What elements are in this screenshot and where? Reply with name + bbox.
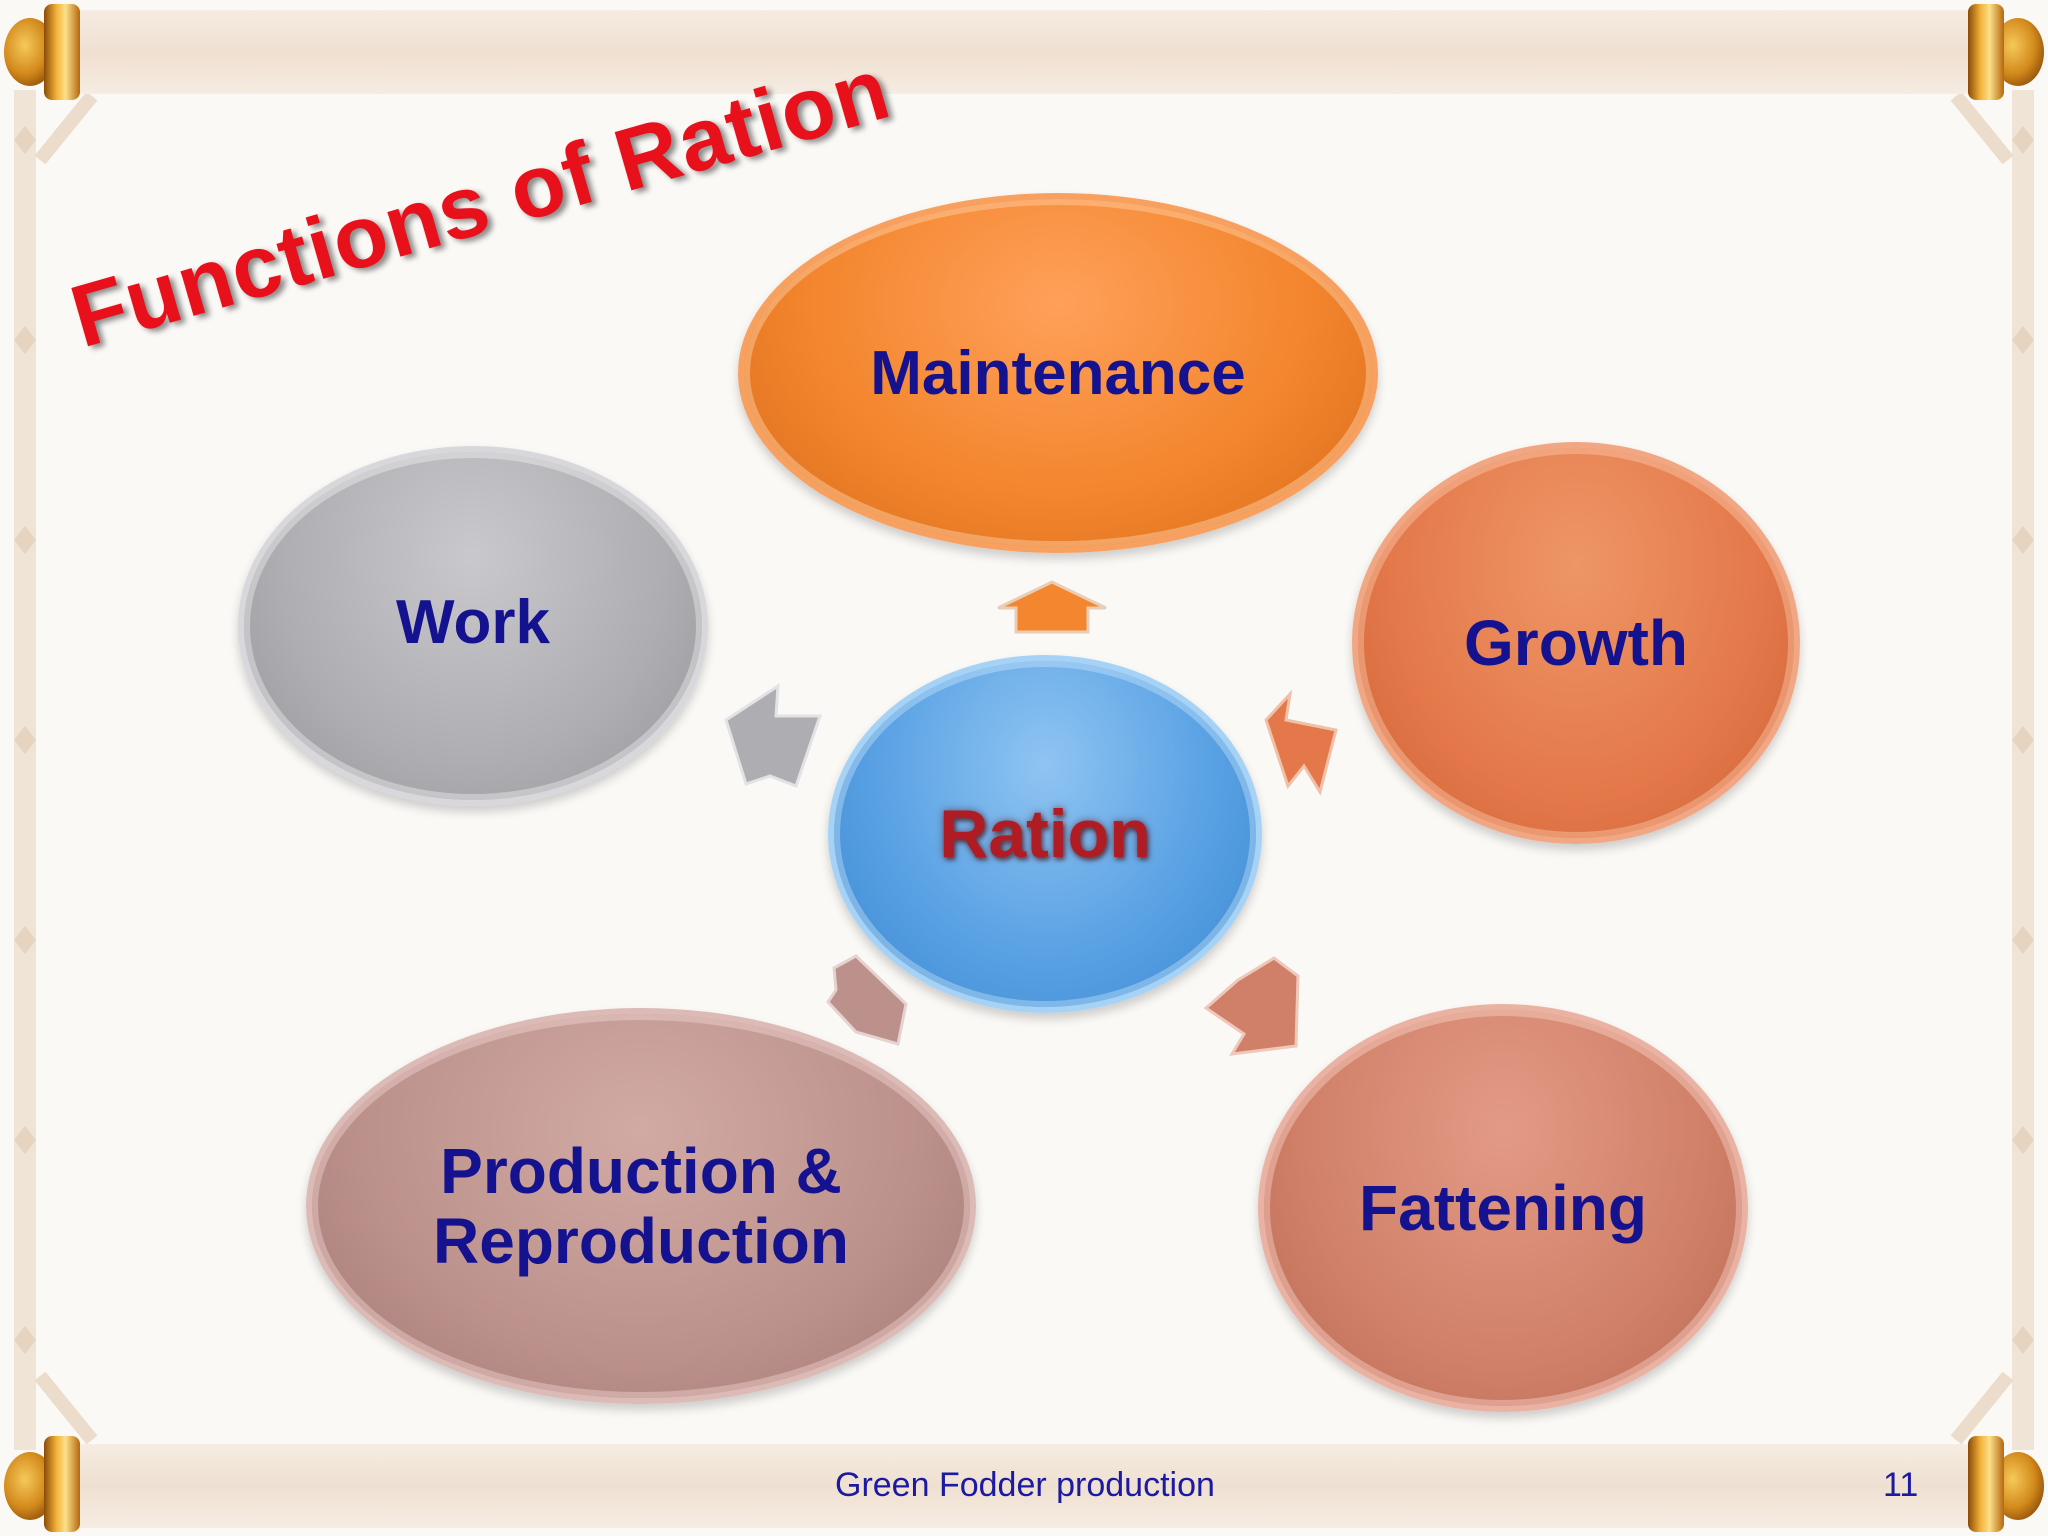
scroll-knob-top-right (1968, 4, 2044, 100)
scroll-knob-bottom-left (4, 1436, 80, 1532)
node-ration-center: Ration (828, 655, 1262, 1013)
node-growth-label: Growth (1464, 607, 1688, 679)
node-production-label-line1: Production & (440, 1135, 842, 1207)
page-number: 11 (1883, 1466, 1919, 1504)
node-maintenance-label: Maintenance (870, 338, 1246, 408)
node-work-label: Work (396, 587, 550, 657)
scroll-knob-bottom-right (1968, 1436, 2044, 1532)
node-growth: Growth (1352, 442, 1800, 844)
node-work: Work (238, 446, 708, 806)
node-production-label-line2: Reproduction (433, 1205, 849, 1277)
node-maintenance: Maintenance (738, 193, 1378, 553)
arrow-to-growth (1264, 689, 1338, 796)
arrow-to-work (724, 683, 823, 788)
arrow-to-maintenance (997, 580, 1107, 634)
node-fattening-label: Fattening (1359, 1172, 1647, 1244)
node-production-reproduction: Production & Reproduction (306, 1008, 976, 1404)
footer-text: Green Fodder production (835, 1466, 1215, 1504)
arrow-to-production (826, 954, 908, 1046)
node-fattening: Fattening (1258, 1004, 1748, 1412)
arrow-to-fattening (1203, 956, 1300, 1056)
node-ration-label: Ration (939, 796, 1151, 872)
scroll-knob-top-left (4, 4, 80, 100)
